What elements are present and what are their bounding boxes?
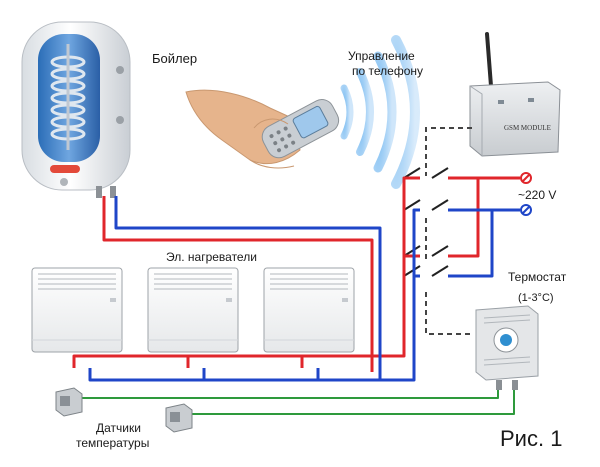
control-lines [425,127,472,335]
hand-phone-icon [185,89,340,169]
relay-switch-icon [403,167,449,277]
gsm-module-label: GSM MODULE [504,124,551,132]
temperature-sensor-icon [55,387,83,417]
gsm-module-icon: GSM MODULE [469,32,561,157]
sensors-label-2: температуры [76,436,149,450]
blue-wires [88,196,520,382]
temperature-sensor-icon [165,403,193,433]
phone-control-label-2: по телефону [352,64,423,78]
wifi-signal-icon [340,35,420,189]
thermostat-icon [475,305,539,390]
thermostat-label: Термостат [508,270,567,284]
voltage-label: ~220 V [518,188,556,202]
phone-control-label-1: Управление [348,49,415,63]
green-wires [80,390,515,415]
heater-icon [263,267,355,353]
heater-icon [147,267,239,353]
boiler-icon [21,21,131,198]
terminal-icon [520,172,532,216]
boiler-label: Бойлер [152,51,197,66]
red-wires [72,176,520,372]
thermostat-range-label: (1-3°C) [518,292,554,304]
sensors-label-1: Датчики [96,421,141,435]
heaters-label: Эл. нагреватели [166,250,257,264]
heater-icon [31,267,123,353]
figure-label: Рис. 1 [500,426,562,451]
